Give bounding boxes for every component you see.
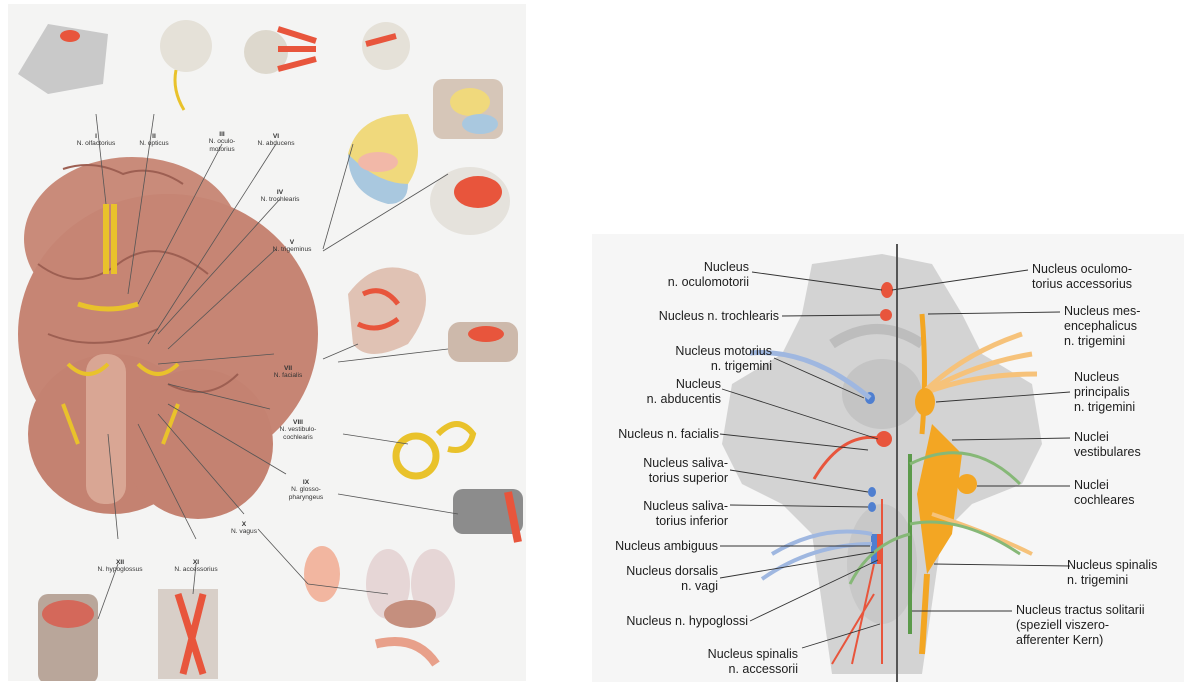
label-nucleus-trochlearis: Nucleus n. trochlearis (659, 309, 779, 324)
ear-vignette (304, 546, 340, 602)
label-nucleus-salivatorius-superior: Nucleus saliva- torius superior (643, 456, 728, 486)
label-nuclei-vestibulares: Nuclei vestibulares (1074, 430, 1141, 460)
label-nucleus-principalis-trigemini: Nucleus principalis n. trigemini (1074, 370, 1135, 415)
label-nucleus-dorsalis-vagi: Nucleus dorsalis n. vagi (626, 564, 718, 594)
face-dermatome-vignette (348, 114, 418, 204)
label-nucleus-spinalis-trigemini: Nucleus spinalis n. trigemini (1067, 558, 1157, 588)
tongue-muscles-vignette (38, 594, 98, 681)
brain-base-view (18, 157, 318, 519)
tongue-vignette (448, 322, 518, 362)
cranial-nerves-illustration (8, 4, 526, 681)
neck-muscles-vignette (158, 589, 218, 679)
label-nucleus-salivatorius-inferior: Nucleus saliva- torius inferior (643, 499, 728, 529)
eye-vignette-2 (362, 22, 410, 70)
cranial-nerve-nuclei-plate: Nucleus n. oculomotorii Nucleus n. troch… (592, 234, 1184, 682)
label-nucleus-oculomotorius-accessorius: Nucleus oculomo- torius accessorius (1032, 262, 1132, 292)
label-nucleus-motorius-trigemini: Nucleus motorius n. trigemini (675, 344, 772, 374)
label-nucleus-facialis: Nucleus n. facialis (618, 427, 719, 442)
inner-ear-vignette (396, 424, 473, 476)
label-nucleus-tractus-solitarii: Nucleus tractus solitarii (speziell visz… (1016, 603, 1145, 648)
label-nuclei-cochleares: Nuclei cochleares (1074, 478, 1134, 508)
label-nucleus-abducentis: Nucleus n. abducentis (647, 377, 721, 407)
eye-vignette-1 (160, 20, 212, 110)
nose-vignette (18, 24, 108, 94)
eye-muscles-vignette (244, 29, 316, 74)
label-nucleus-hypoglossi: Nucleus n. hypoglossi (626, 614, 748, 629)
head-vignette-1 (433, 79, 503, 139)
label-nucleus-spinalis-accessorii: Nucleus spinalis n. accessorii (708, 647, 798, 677)
thorax-organs-vignette (366, 549, 455, 664)
label-nucleus-mesencephalicus-trigemini: Nucleus mes- encephalicus n. trigemini (1064, 304, 1140, 349)
pharynx-vignette (453, 489, 523, 542)
skull-vignette (430, 167, 510, 235)
facial-muscles-vignette (348, 267, 426, 354)
label-nucleus-oculomotorii: Nucleus n. oculomotorii (668, 260, 749, 290)
label-nucleus-ambiguus: Nucleus ambiguus (615, 539, 718, 554)
